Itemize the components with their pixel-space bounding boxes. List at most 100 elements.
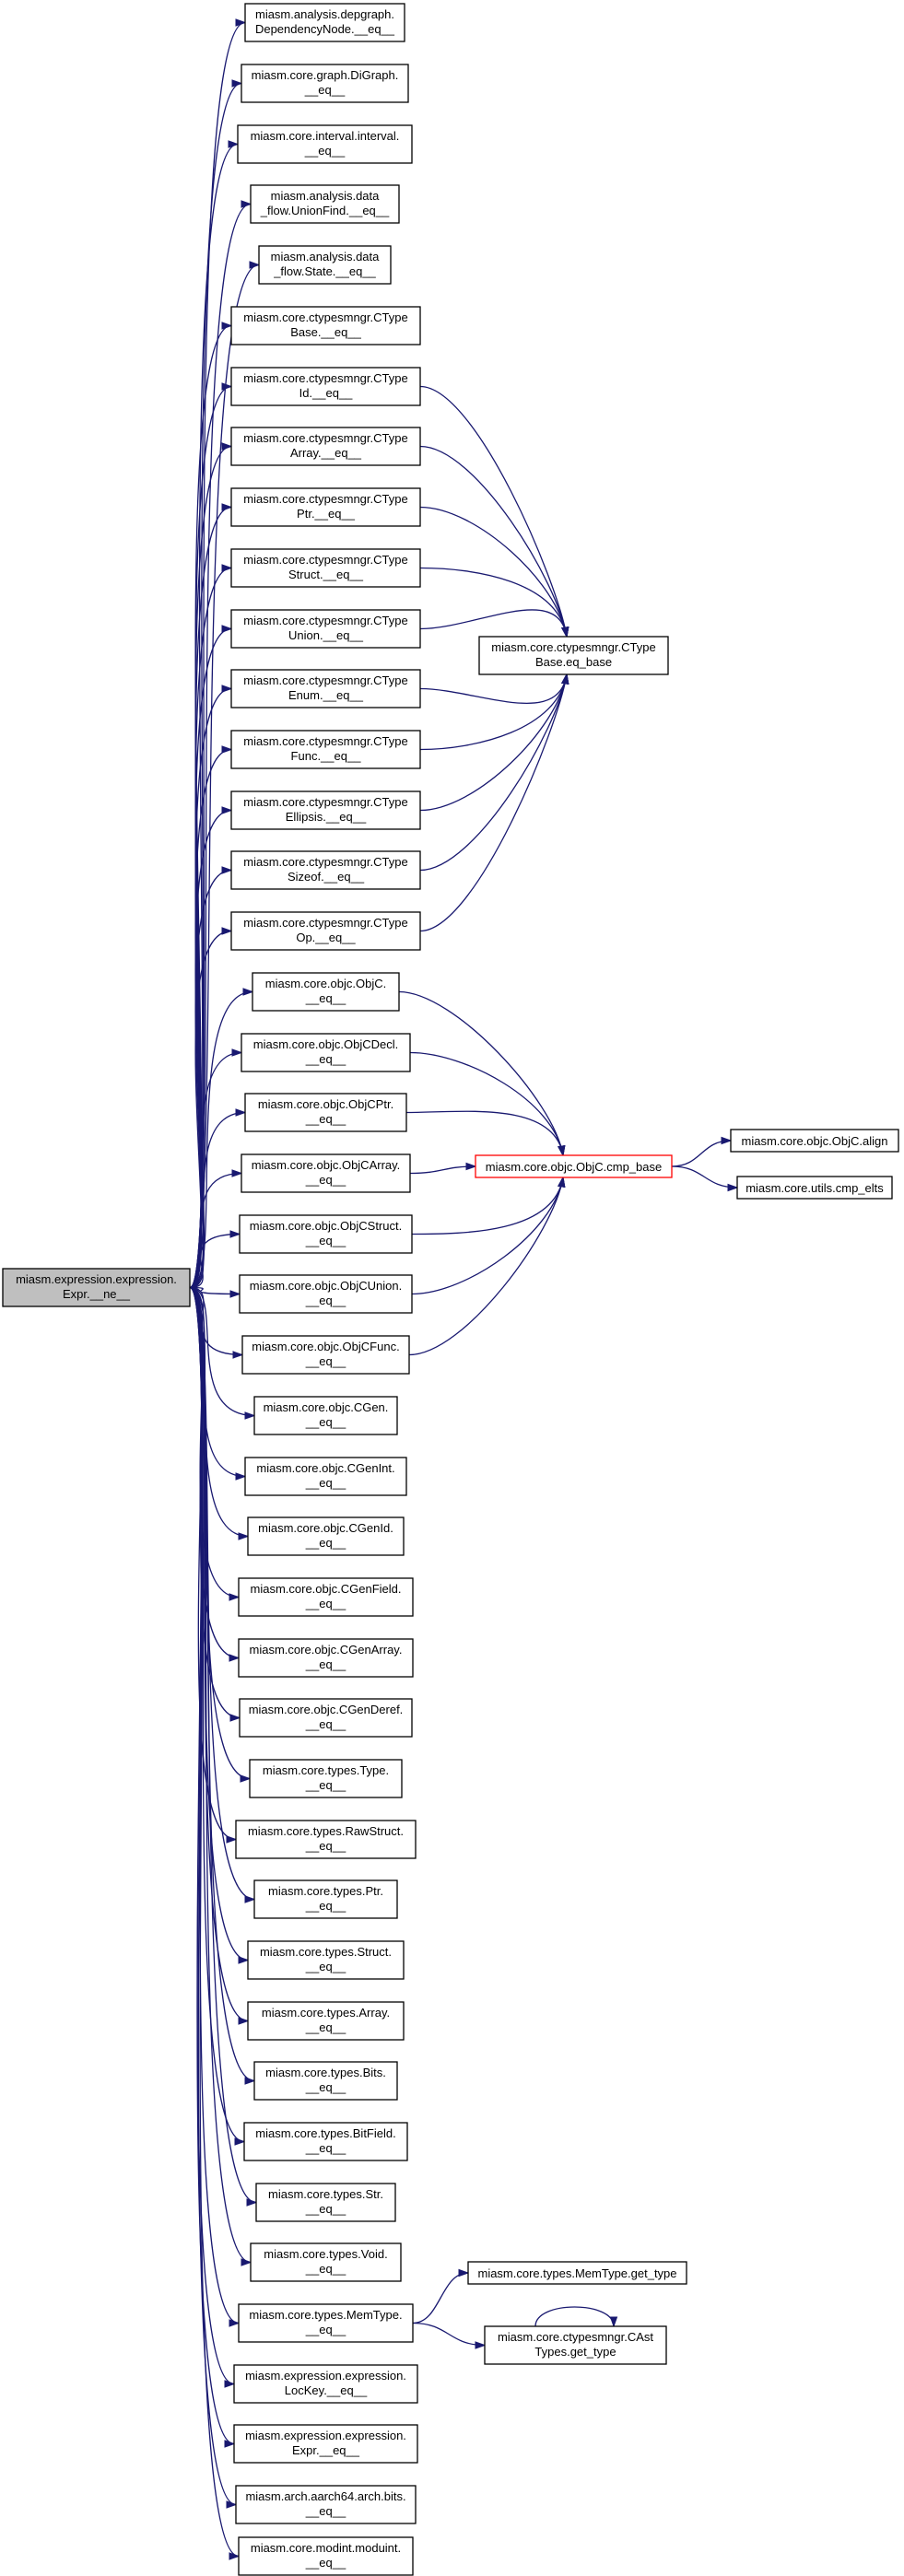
edge-ctypeptr_eq-to-ctypebase_eq_base — [419, 506, 568, 638]
node-cgenid-eq[interactable]: miasm.core.objc.CGenId.__eq__ — [247, 1516, 405, 1556]
node-label-line: _flow.UnionFind.__eq__ — [260, 204, 390, 217]
node-struct-eq[interactable]: miasm.core.types.Struct.__eq__ — [247, 1940, 405, 1980]
arrowhead-root-to-ptr_eq — [244, 1895, 256, 1903]
edge-root-to-cgen_eq — [189, 1286, 255, 1417]
node-unionfind-eq[interactable]: miasm.analysis.data_flow.UnionFind.__eq_… — [250, 184, 400, 224]
node-moduint-eq[interactable]: miasm.core.modint.moduint.__eq__ — [238, 2536, 414, 2576]
node-str-eq[interactable]: miasm.core.types.Str.__eq__ — [255, 2183, 396, 2222]
node-box — [247, 1940, 405, 1980]
node-depgraph-eq[interactable]: miasm.analysis.depgraph.DependencyNode._… — [244, 3, 405, 42]
edge-root-to-moduint_eq — [189, 1286, 240, 2558]
node-box — [249, 1759, 403, 1798]
node-ptr-eq[interactable]: miasm.core.types.Ptr.__eq__ — [253, 1879, 398, 1919]
node-objcptr-eq[interactable]: miasm.core.objc.ObjCPtr.__eq__ — [244, 1093, 407, 1132]
edge-root-to-objcstruct_eq — [189, 1233, 241, 1289]
node-label-line: Struct.__eq__ — [288, 568, 364, 581]
node-lockey-eq[interactable]: miasm.expression.expression.LocKey.__eq_… — [233, 2364, 418, 2404]
node-cgenfield-eq[interactable]: miasm.core.objc.CGenField.__eq__ — [238, 1577, 414, 1617]
node-label-line: miasm.core.objc.CGenArray. — [250, 1643, 403, 1657]
node-label-line: miasm.core.graph.DiGraph. — [252, 68, 399, 82]
arrowhead-castypes_get_type-self-loop — [609, 2316, 618, 2328]
node-label-line: Expr.__eq__ — [292, 2443, 360, 2457]
node-cgenint-eq[interactable]: miasm.core.objc.CGenInt.__eq__ — [244, 1457, 407, 1496]
node-box — [478, 636, 669, 675]
node-objcarray-eq[interactable]: miasm.core.objc.ObjCArray.__eq__ — [241, 1153, 411, 1193]
node-box — [230, 669, 421, 708]
node-bitfield-eq[interactable]: miasm.core.types.BitField.__eq__ — [243, 2122, 408, 2161]
node-memtype-eq[interactable]: miasm.core.types.MemType.__eq__ — [238, 2303, 414, 2343]
node-label-line: miasm.core.types.Struct. — [260, 1945, 392, 1959]
node-label-line: Sizeof.__eq__ — [288, 870, 365, 884]
node-label-line: miasm.core.ctypesmngr.CType — [243, 553, 407, 567]
node-objcstruct-eq[interactable]: miasm.core.objc.ObjCStruct.__eq__ — [239, 1214, 413, 1254]
node-objcfunc-eq[interactable]: miasm.core.objc.ObjCFunc.__eq__ — [241, 1335, 410, 1375]
node-cgenderef-eq[interactable]: miasm.core.objc.CGenDeref.__eq__ — [239, 1698, 413, 1738]
node-label-line: __eq__ — [305, 2556, 346, 2570]
node-type-eq[interactable]: miasm.core.types.Type.__eq__ — [249, 1759, 403, 1798]
node-box — [230, 487, 421, 527]
node-label-line: __eq__ — [305, 1597, 346, 1610]
node-box — [239, 1698, 413, 1738]
node-void-eq[interactable]: miasm.core.types.Void.__eq__ — [250, 2242, 402, 2282]
node-objcunion-eq[interactable]: miasm.core.objc.ObjCUnion.__eq__ — [239, 1274, 413, 1314]
node-expr-eq[interactable]: miasm.expression.expression.Expr.__eq__ — [233, 2424, 418, 2464]
node-state-eq[interactable]: miasm.analysis.data_flow.State.__eq__ — [258, 245, 392, 285]
node-label-line: __eq__ — [305, 2202, 346, 2216]
node-root[interactable]: miasm.expression.expression.Expr.__ne__ — [2, 1268, 191, 1307]
node-box — [230, 730, 421, 769]
node-aarch64-bits-eq[interactable]: miasm.arch.aarch64.arch.bits.__eq__ — [235, 2485, 417, 2524]
node-cgen-eq[interactable]: miasm.core.objc.CGen.__eq__ — [253, 1396, 398, 1435]
node-label-line: Base.__eq__ — [290, 325, 361, 339]
edge-objcunion_eq-to-objc_cmp_base — [411, 1177, 564, 1295]
node-label-line: miasm.core.ctypesmngr.CType — [243, 614, 407, 627]
node-array-eq[interactable]: miasm.core.types.Array.__eq__ — [247, 2001, 405, 2041]
node-box — [239, 1214, 413, 1254]
edge-ctypeop_eq-to-ctypebase_eq_base — [419, 673, 568, 932]
node-label-line: miasm.core.objc.ObjC. — [265, 977, 386, 990]
node-label-line: miasm.core.utils.cmp_elts — [746, 1181, 884, 1195]
edge-objcstruct_eq-to-objc_cmp_base — [411, 1177, 564, 1235]
node-box — [230, 548, 421, 588]
arrowhead-root-to-ctypeellipsis_eq — [221, 806, 233, 814]
arrowhead-root-to-bits_eq — [244, 2077, 256, 2085]
node-bits-eq[interactable]: miasm.core.types.Bits.__eq__ — [253, 2061, 398, 2101]
node-digraph-eq[interactable]: miasm.core.graph.DiGraph.__eq__ — [241, 64, 409, 103]
node-objc-eq[interactable]: miasm.core.objc.ObjC.__eq__ — [252, 972, 400, 1012]
node-label-line: miasm.core.objc.ObjC.align — [742, 1134, 888, 1148]
arrowhead-root-to-cgen_eq — [244, 1411, 256, 1420]
arrowhead-root-to-interval_eq — [228, 140, 240, 148]
node-label-line: __eq__ — [304, 83, 346, 97]
node-cmp-elts[interactable]: miasm.core.utils.cmp_elts — [736, 1176, 893, 1200]
arrowhead-root-to-aarch64_bits_eq — [226, 2500, 238, 2509]
node-label-line: __eq__ — [305, 1173, 346, 1187]
node-label-line: __eq__ — [305, 2262, 346, 2276]
node-memtype-get-type[interactable]: miasm.core.types.MemType.get_type — [467, 2261, 687, 2285]
node-objc-cmp-base[interactable]: miasm.core.objc.ObjC.cmp_base — [475, 1154, 673, 1178]
node-interval-eq[interactable]: miasm.core.interval.interval.__eq__ — [237, 124, 413, 164]
arrowhead-root-to-bitfield_eq — [234, 2137, 246, 2146]
node-objcdecl-eq[interactable]: miasm.core.objc.ObjCDecl.__eq__ — [241, 1033, 411, 1072]
node-label-line: miasm.analysis.data — [271, 189, 381, 203]
node-ctypeellipsis-eq[interactable]: miasm.core.ctypesmngr.CTypeEllipsis.__eq… — [230, 790, 421, 830]
node-cgenarray-eq[interactable]: miasm.core.objc.CGenArray.__eq__ — [238, 1638, 414, 1678]
node-rawstruct-eq[interactable]: miasm.core.types.RawStruct.__eq__ — [235, 1820, 417, 1859]
arrowhead-root-to-unionfind_eq — [241, 200, 252, 208]
node-objc-align[interactable]: miasm.core.objc.ObjC.align — [730, 1129, 899, 1153]
arrowhead-root-to-cgenderef_eq — [229, 1714, 241, 1722]
nodes: miasm.expression.expression.Expr.__ne__m… — [2, 3, 899, 2576]
node-label-line: miasm.expression.expression. — [16, 1272, 177, 1286]
arrowhead-root-to-ctypefunc_eq — [221, 745, 233, 754]
edges — [189, 18, 739, 2560]
